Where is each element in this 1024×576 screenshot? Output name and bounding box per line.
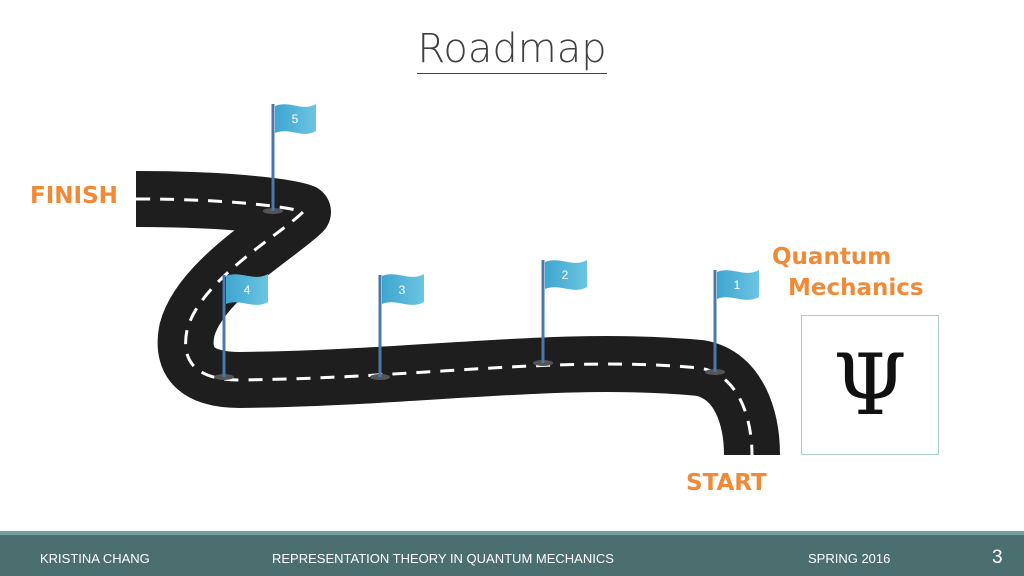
psi-symbol-box: Ψ — [801, 315, 939, 455]
footer-course: REPRESENTATION THEORY IN QUANTUM MECHANI… — [272, 551, 614, 566]
road — [135, 171, 780, 456]
flag-1: 1 — [705, 270, 759, 375]
road-center-line — [135, 197, 754, 456]
flag-3-number: 3 — [399, 283, 406, 297]
quantum-label-line1: Quantum — [772, 244, 892, 270]
quantum-label-line2: Mechanics — [788, 275, 924, 301]
finish-label: FINISH — [30, 183, 118, 209]
footer-bar: KRISTINA CHANG REPRESENTATION THEORY IN … — [0, 531, 1024, 576]
psi-symbol: Ψ — [833, 336, 907, 434]
flag-1-number: 1 — [734, 278, 741, 292]
footer-term: SPRING 2016 — [808, 551, 891, 566]
flag-4-number: 4 — [244, 283, 251, 297]
quantum-mechanics-label: Quantum Mechanics — [772, 242, 924, 304]
flag-4: 4 — [214, 274, 268, 380]
start-label: START — [686, 470, 767, 496]
flag-5-number: 5 — [292, 112, 299, 126]
page-number: 3 — [992, 547, 1003, 568]
flag-2-number: 2 — [562, 268, 569, 282]
footer-author: KRISTINA CHANG — [40, 551, 150, 566]
flag-3: 3 — [370, 274, 424, 380]
slide-title: Roadmap — [417, 26, 607, 74]
flag-2: 2 — [533, 260, 587, 366]
flag-5: 5 — [263, 104, 316, 214]
